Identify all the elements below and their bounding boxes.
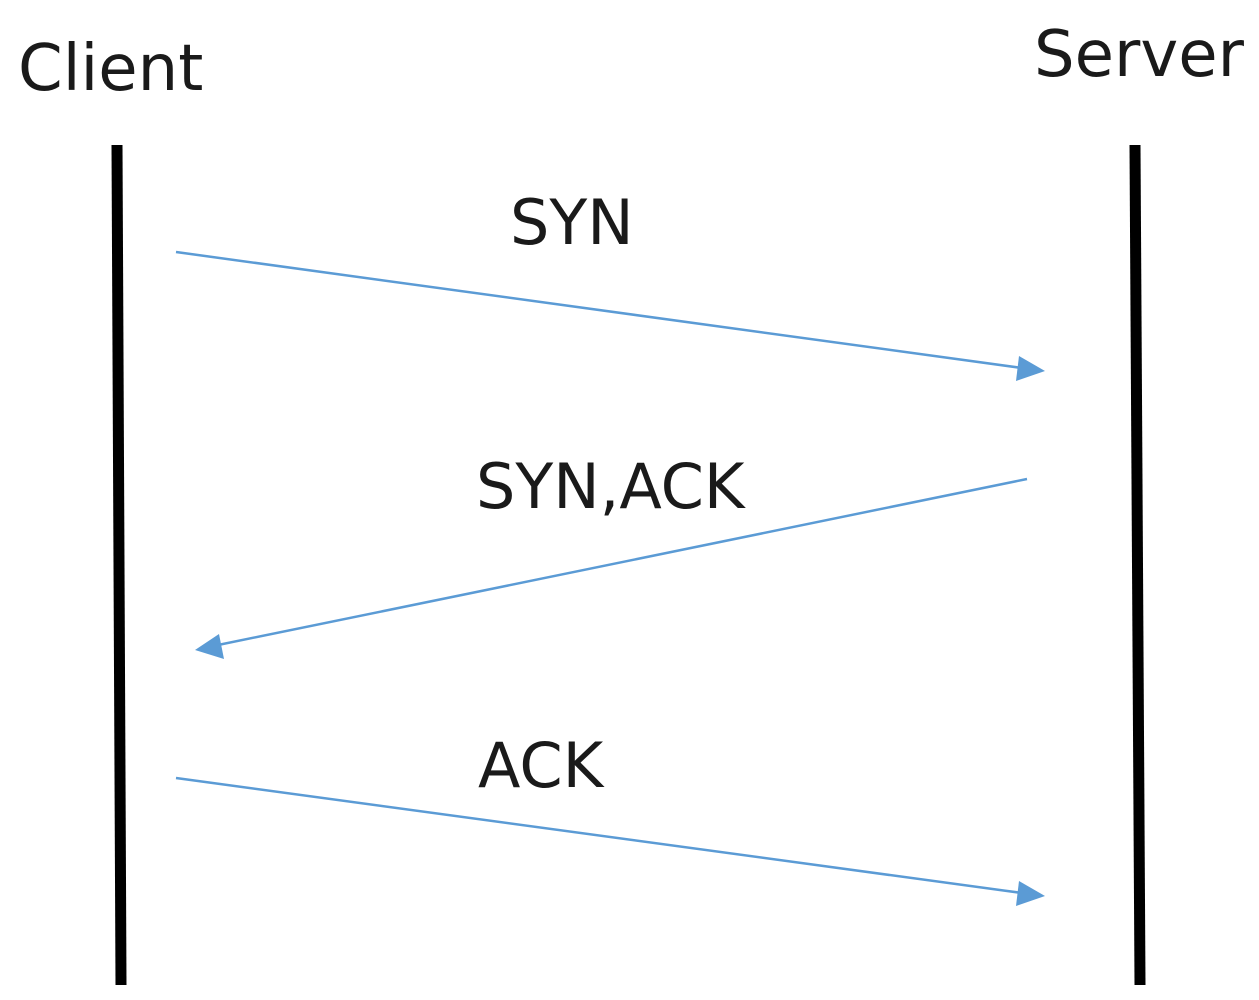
ack-arrowhead-icon — [1016, 881, 1045, 906]
ack-arrow-line — [175, 776, 1023, 895]
server-label: Server — [1034, 18, 1245, 92]
ack-message-label: ACK — [478, 729, 605, 802]
syn-ack-arrowhead-icon — [195, 634, 224, 659]
client-lifeline — [111, 144, 127, 986]
client-label: Client — [18, 32, 203, 106]
syn-message-label: SYN — [510, 186, 634, 259]
server-lifeline — [1129, 144, 1146, 986]
syn-arrow-line — [175, 250, 1023, 370]
syn-ack-message-label: SYN,ACK — [476, 450, 746, 523]
syn-arrowhead-icon — [1016, 356, 1045, 381]
syn-ack-arrow-line — [217, 477, 1028, 647]
